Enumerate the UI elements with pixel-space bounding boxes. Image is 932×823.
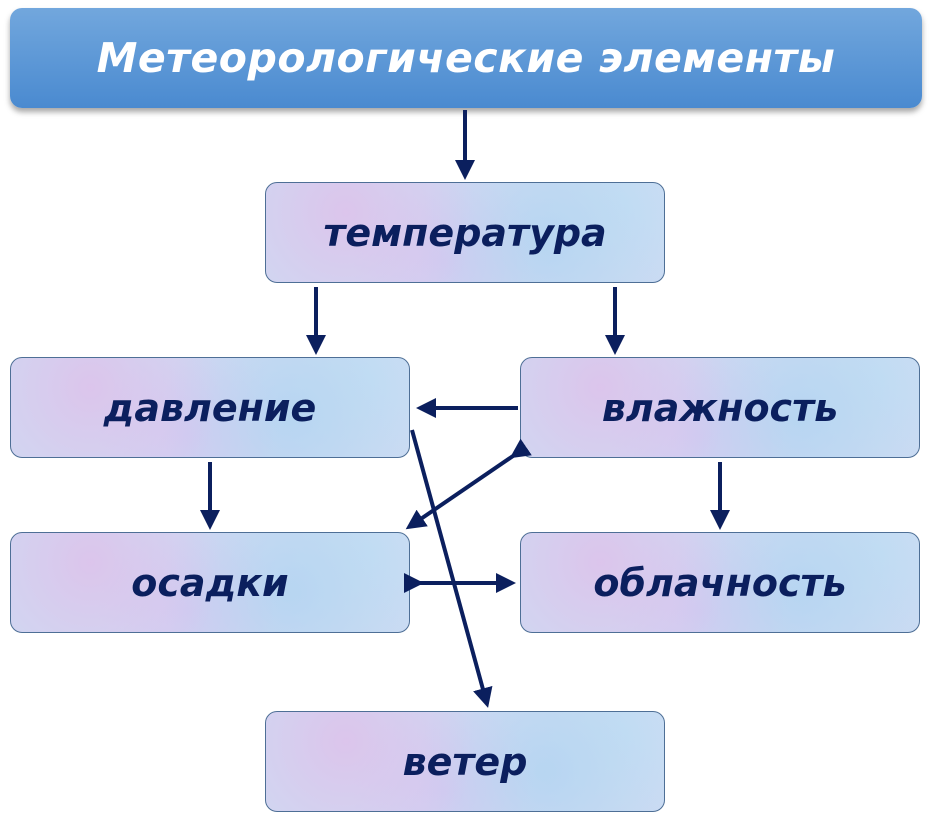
node-cloudiness: облачность bbox=[520, 532, 920, 633]
node-label: влажность bbox=[601, 385, 839, 430]
node-pressure: давление bbox=[10, 357, 410, 458]
node-label: облачность bbox=[593, 560, 847, 605]
node-temperature: температура bbox=[265, 182, 665, 283]
node-label: осадки bbox=[131, 560, 289, 605]
node-label: давление bbox=[103, 385, 317, 430]
node-precipitation: осадки bbox=[10, 532, 410, 633]
node-wind: ветер bbox=[265, 711, 665, 812]
node-label: температура bbox=[323, 210, 607, 255]
arrow-humidity-precipitation bbox=[405, 438, 532, 530]
arrow-pressure-wind bbox=[410, 429, 493, 708]
node-label: ветер bbox=[402, 739, 528, 784]
title-box: Метеорологические элементы bbox=[10, 8, 922, 108]
title-text: Метеорологические элементы bbox=[96, 34, 836, 82]
node-humidity: влажность bbox=[520, 357, 920, 458]
